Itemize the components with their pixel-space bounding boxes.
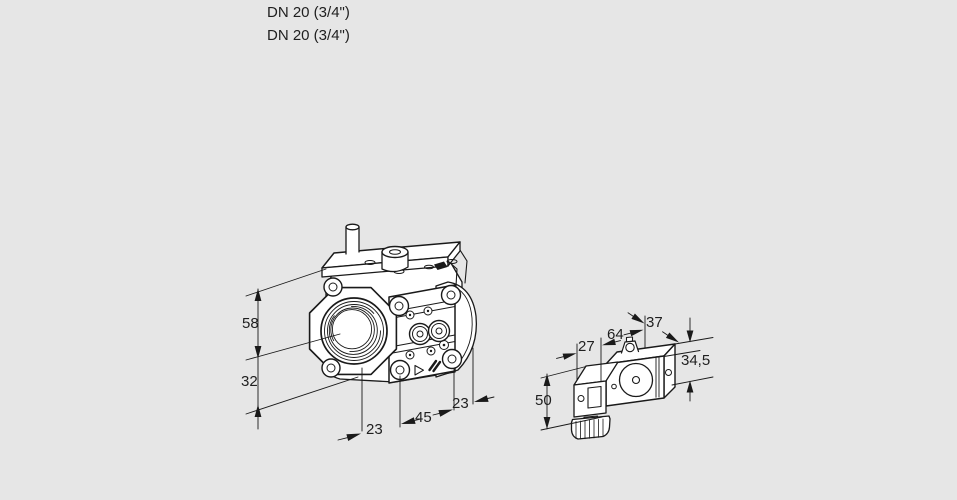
dim-body-right-label: 23: [452, 395, 469, 412]
valve-dimension-lines: [245, 268, 495, 441]
dim-body-center-label: 45: [415, 409, 432, 426]
panel-corner-bolts: [388, 284, 463, 381]
actuator-body: [605, 343, 676, 407]
dim-flange-offset-label: 23: [366, 421, 383, 438]
flow-direction-icon: [414, 359, 442, 376]
pressure-port-bosses: [408, 319, 451, 346]
actuator-top-bracket: [620, 336, 640, 354]
dim-body-depth-label: 37: [646, 314, 663, 331]
dim-body-height-label: 34,5: [681, 352, 711, 369]
locating-pin: [345, 223, 360, 255]
dim-connector-width-label: 27: [578, 338, 595, 355]
flange-corner-bolts: [321, 277, 343, 378]
panel-screws: [405, 306, 436, 360]
actuator-dimension-lines: [540, 312, 714, 431]
dim-axis-to-bottom-label: 32: [241, 373, 258, 390]
dim-gland-height-label: 50: [535, 392, 552, 409]
nominal-size-label-2: DN 20 (3/4"): [267, 27, 350, 44]
plate-marking-tab: [434, 261, 448, 270]
nominal-size-label-1: DN 20 (3/4"): [267, 4, 350, 21]
valve-threaded-flange: [308, 286, 398, 376]
dim-body-length-label: 64: [607, 326, 624, 343]
valve-isometric-drawing: [308, 223, 478, 384]
din-connector: [573, 361, 619, 418]
dim-plate-to-axis-label: 58: [242, 315, 259, 332]
cylindrical-boss: [381, 245, 409, 273]
